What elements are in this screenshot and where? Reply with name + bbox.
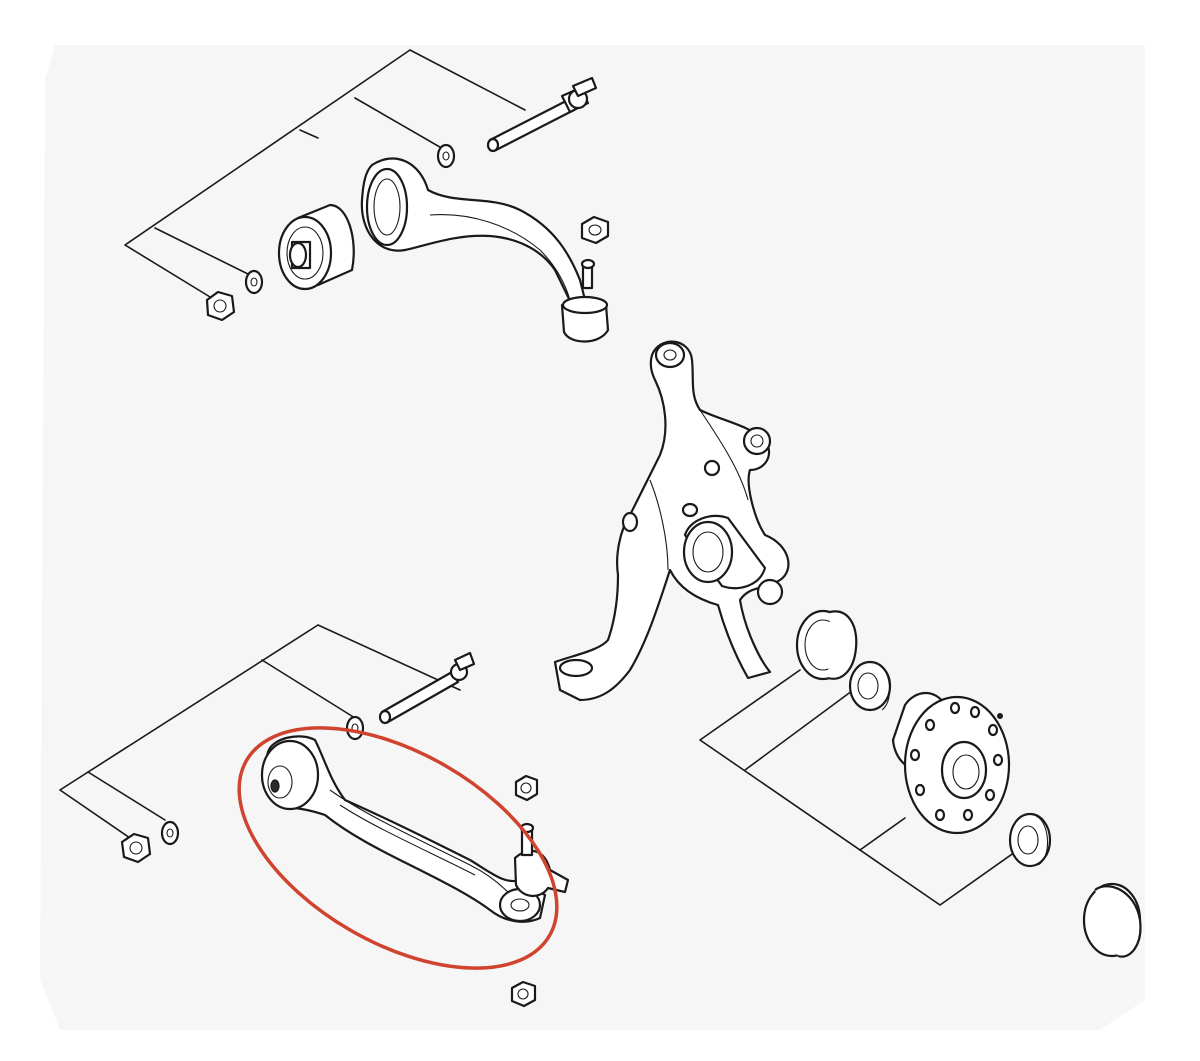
lower-arm-bolt [378, 651, 476, 725]
upper-arm-bolt [486, 76, 598, 153]
upper-arm-nut [205, 290, 236, 322]
hub-dust-cap [1082, 882, 1142, 958]
upper-arm [360, 157, 610, 343]
upper-arm-nut-ball-joint [580, 215, 610, 245]
diagram-backdrop [40, 45, 1145, 1030]
wheel-hub [891, 691, 1011, 835]
lower-arm-nut [120, 832, 152, 864]
hub-outer-bearing [1008, 812, 1052, 868]
lower-arm-washer-1 [345, 715, 365, 741]
upper-arm-washer-1 [436, 143, 456, 169]
lower-arm-leader-lines [59, 624, 461, 839]
upper-arm-leader-lines [124, 49, 526, 301]
steering-knuckle [553, 340, 790, 702]
lower-arm-ball-joint-nut-bottom [510, 980, 537, 1008]
hub-leader-lines [699, 669, 1026, 906]
hub-inner-bearing [848, 660, 892, 712]
upper-arm-bushing [277, 203, 355, 291]
lower-arm-ball-joint-nut-top [514, 774, 539, 802]
upper-arm-washer-2 [244, 269, 264, 295]
lower-control-arm [260, 735, 570, 923]
hub-seal [795, 609, 858, 681]
lower-arm-washer-2 [160, 820, 180, 846]
highlight-ellipse [237, 726, 559, 970]
